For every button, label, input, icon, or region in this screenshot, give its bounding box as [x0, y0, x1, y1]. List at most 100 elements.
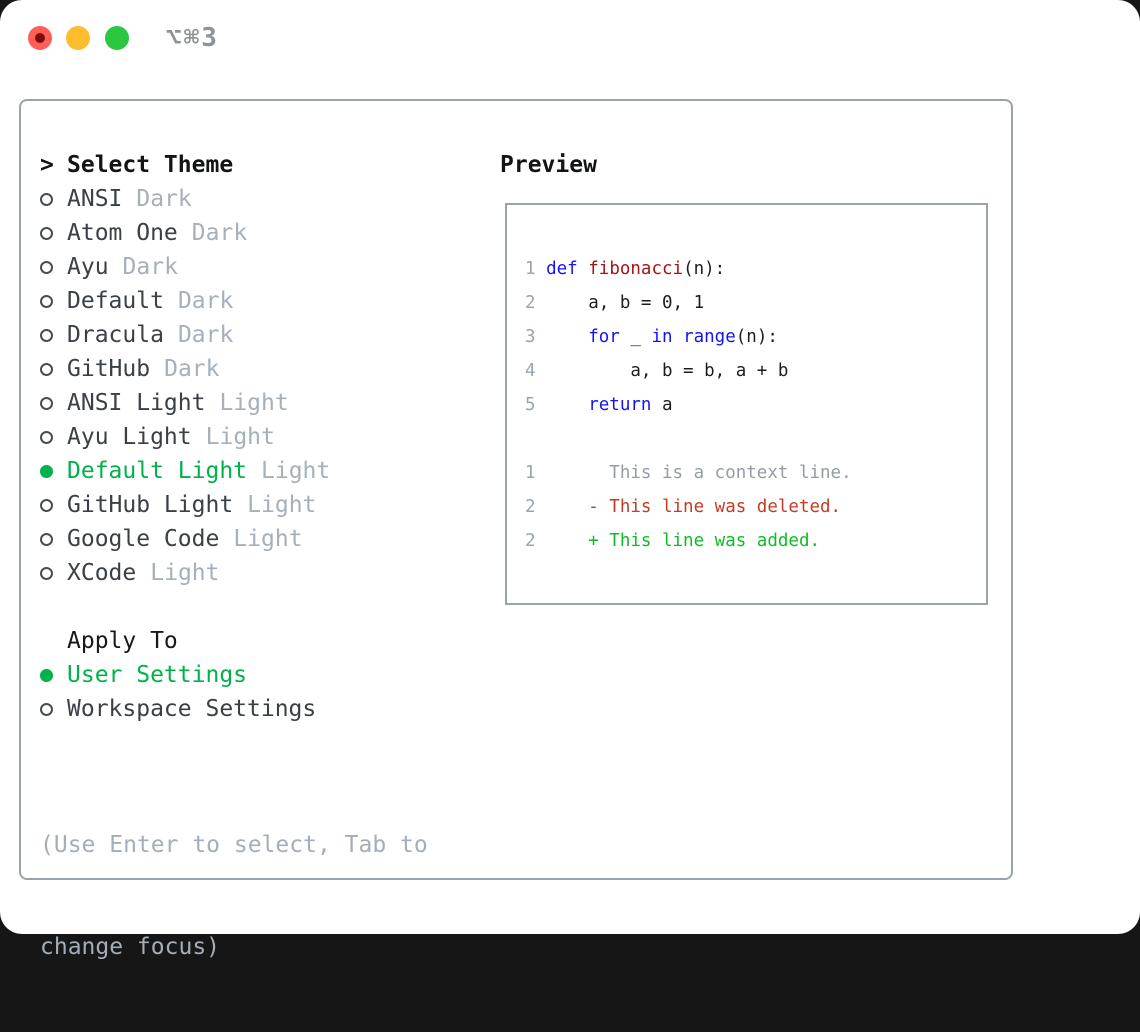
code-token-plain [536, 259, 547, 279]
theme-variant: Dark [177, 322, 234, 348]
code-token-linenum: 1 [525, 259, 536, 279]
apply-option-label: User Settings [67, 662, 248, 688]
theme-list-column: > Select Theme ANSI Dark Atom One Dark A… [40, 148, 490, 1032]
theme-item-ansi-dark[interactable]: ANSI Dark [40, 182, 490, 216]
window-titlebar: ⌥⌘3 [0, 0, 1140, 76]
apply-option-workspace-settings[interactable]: Workspace Settings [40, 692, 490, 726]
radio-icon [40, 260, 53, 274]
code-token-added: + This line was added. [535, 531, 821, 551]
code-line [525, 422, 986, 456]
theme-variant: Light [233, 526, 303, 552]
theme-picker-panel: > Select Theme ANSI Dark Atom One Dark A… [19, 99, 1013, 960]
theme-item-ansi-light[interactable]: ANSI Light Light [40, 386, 490, 420]
preview-title: Preview [500, 152, 597, 178]
keyboard-hint: (Use Enter to select, Tab to change focu… [40, 760, 490, 1032]
select-theme-header: > Select Theme [40, 148, 490, 182]
code-token-linenum: 5 [525, 395, 536, 415]
code-token-linenum: 1 [525, 463, 536, 483]
app-window: ⌥⌘3 > Select Theme ANSI Dark Atom One Da… [0, 0, 1140, 960]
theme-variant: Dark [136, 186, 192, 212]
code-token-plain [673, 327, 684, 347]
code-line: 1 def fibonacci(n): [525, 252, 986, 286]
code-token-plain: _ [619, 327, 652, 347]
code-token-keyword: def [546, 259, 578, 279]
theme-name: Ayu Light [67, 424, 192, 450]
code-token-keyword: for [588, 327, 620, 347]
radio-icon [40, 498, 53, 512]
theme-name: Default Light [67, 458, 248, 484]
code-token-plain [578, 259, 589, 279]
radio-icon [40, 328, 53, 342]
theme-item-ayu-dark[interactable]: Ayu Dark [40, 250, 490, 284]
radio-icon [40, 294, 53, 308]
theme-name: GitHub Light [67, 492, 234, 518]
theme-name: Default [67, 288, 164, 314]
theme-item-github-dark[interactable]: GitHub Dark [40, 352, 490, 386]
theme-name: Dracula [67, 322, 164, 348]
radio-selected-icon [40, 668, 53, 682]
code-token-plain: a, b = 0, 1 [535, 293, 705, 313]
radio-icon [40, 192, 53, 206]
select-theme-title: Select Theme [67, 152, 234, 178]
theme-variant: Dark [122, 254, 178, 280]
code-line: 5 return a [525, 388, 986, 422]
theme-item-dracula-dark[interactable]: Dracula Dark [40, 318, 490, 352]
theme-variant: Light [205, 424, 275, 450]
theme-item-ayu-light[interactable]: Ayu Light Light [40, 420, 490, 454]
theme-variant: Dark [177, 288, 234, 314]
spacer [40, 726, 490, 760]
theme-name: XCode [67, 560, 137, 586]
code-token-plain [536, 395, 589, 415]
code-token-plain: (n): [735, 327, 778, 347]
radio-icon [40, 396, 53, 410]
code-token-context: This is a context line. [535, 463, 852, 483]
apply-option-user-settings[interactable]: User Settings [40, 658, 490, 692]
code-token-keyword: return [588, 395, 652, 415]
code-token-linenum: 2 [525, 497, 536, 517]
theme-item-github-light[interactable]: GitHub Light Light [40, 488, 490, 522]
code-line: 3 for _ in range(n): [525, 320, 986, 354]
code-token-plain: a [651, 395, 673, 415]
theme-item-xcode-light[interactable]: XCode Light [40, 556, 490, 590]
code-line: 4 a, b = b, a + b [525, 354, 986, 388]
code-line: 2 a, b = 0, 1 [525, 286, 986, 320]
theme-item-default-dark[interactable]: Default Dark [40, 284, 490, 318]
apply-option-label: Workspace Settings [67, 696, 317, 722]
code-token-linenum: 4 [525, 361, 536, 381]
theme-variant: Light [219, 390, 289, 416]
theme-item-default-light[interactable]: Default Light Light [40, 454, 490, 488]
prompt-caret-icon: > [40, 152, 54, 178]
radio-icon [40, 566, 53, 580]
code-token-plain: (n): [683, 259, 726, 279]
theme-name: Google Code [67, 526, 220, 552]
theme-item-google-code-light[interactable]: Google Code Light [40, 522, 490, 556]
radio-icon [40, 430, 53, 444]
theme-variant: Dark [191, 220, 248, 246]
window-shortcut-label: ⌥⌘3 [166, 23, 219, 53]
theme-name: ANSI Light [67, 390, 206, 416]
window-close-button[interactable] [28, 26, 52, 50]
radio-icon [40, 362, 53, 376]
theme-name: ANSI [67, 186, 123, 212]
theme-name: Ayu [67, 254, 109, 280]
code-line: 2 - This line was deleted. [525, 490, 986, 524]
radio-selected-icon [40, 464, 53, 478]
code-token-function: fibonacci [588, 259, 684, 279]
window-minimize-button[interactable] [66, 26, 90, 50]
radio-icon [40, 226, 53, 240]
code-token-linenum: 3 [525, 327, 536, 347]
code-token-deleted: - This line was deleted. [535, 497, 842, 517]
code-token-keyword: range [683, 327, 736, 347]
code-token-linenum: 2 [525, 293, 536, 313]
window-zoom-button[interactable] [105, 26, 129, 50]
radio-icon [40, 702, 53, 716]
keyboard-hint-line2: change focus) [40, 934, 221, 960]
code-token-keyword: in [651, 327, 673, 347]
keyboard-hint-line1: (Use Enter to select, Tab to [40, 832, 428, 858]
theme-variant: Light [150, 560, 220, 586]
code-line: 2 + This line was added. [525, 524, 986, 558]
theme-variant: Light [261, 458, 331, 484]
code-token-plain [536, 327, 589, 347]
theme-item-atom-one-dark[interactable]: Atom One Dark [40, 216, 490, 250]
